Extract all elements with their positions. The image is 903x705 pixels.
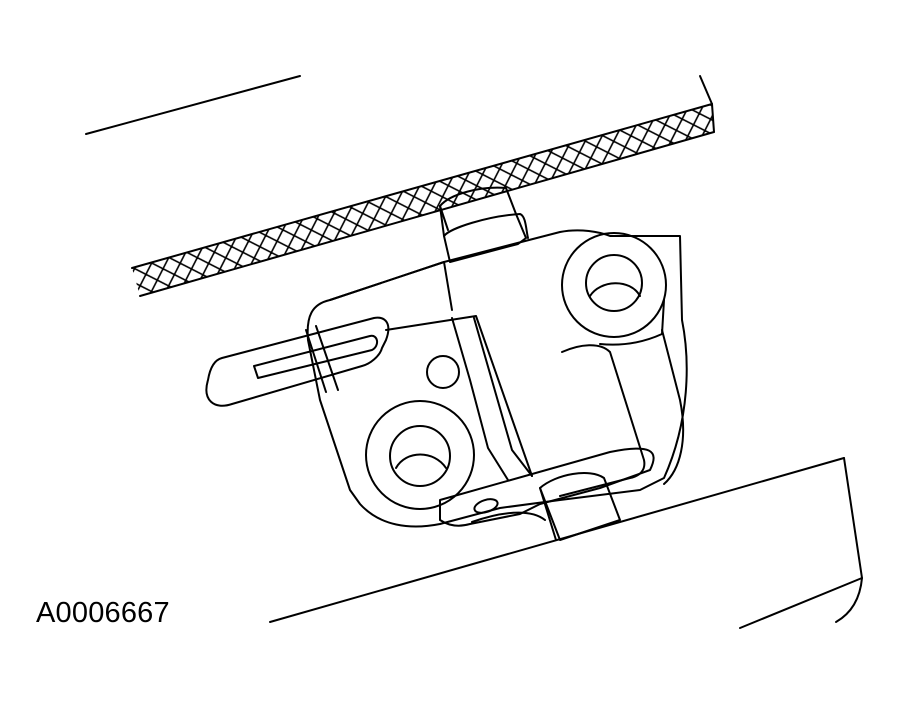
right-mounting-boss	[561, 232, 667, 346]
engine-block-surface	[269, 457, 863, 629]
slotted-ratchet-lever	[205, 316, 390, 407]
left-mounting-boss	[365, 400, 475, 510]
upper-surface-edge	[85, 75, 301, 135]
lower-cylinder	[539, 472, 621, 541]
crosshatch-gasket	[132, 104, 714, 296]
figure-id-label: A0006667	[36, 597, 170, 629]
plunger	[439, 186, 529, 263]
small-hole	[426, 355, 460, 389]
lower-flange	[439, 447, 655, 527]
